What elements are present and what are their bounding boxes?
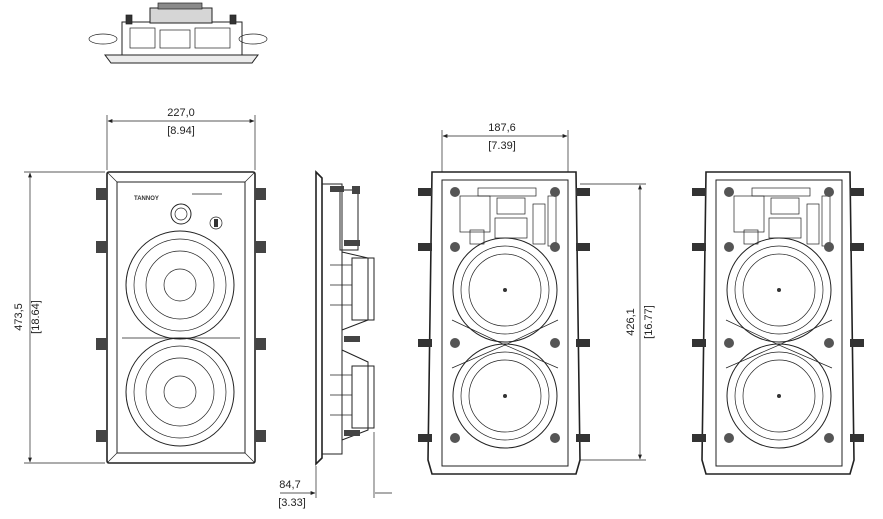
front-woofer-bottom — [125, 337, 235, 447]
front-height-value: 473,5 — [13, 303, 25, 331]
cutout-width-inch: [7.39] — [488, 140, 516, 152]
brand-logo: TANNOY — [134, 196, 159, 202]
side-depth-inch: [3.33] — [278, 497, 306, 509]
rear1-woofer-bottom — [452, 343, 558, 449]
rear-view-plain — [692, 171, 864, 475]
side-depth-value: 84,7 — [279, 479, 300, 491]
front-width-value: 227,0 — [167, 107, 195, 119]
rear-view-with-dimensions: 187,6 [7.39] 426,1 [16.77] — [418, 122, 655, 475]
cutout-height-value: 426,1 — [625, 308, 637, 336]
cutout-width-value: 187,6 — [488, 122, 516, 134]
front-height-inch: [18.64] — [30, 300, 42, 334]
top-view — [88, 2, 268, 64]
rear2-woofer-top — [726, 237, 832, 343]
rear2-woofer-bottom — [726, 343, 832, 449]
cutout-height-inch: [16.77] — [643, 305, 655, 339]
front-width-inch: [8.94] — [167, 125, 195, 137]
rear1-woofer-top — [452, 237, 558, 343]
side-view: 84,7 [3.33] — [278, 170, 392, 509]
front-view: TANNOY 227,0 [8.94] 473,5 — [13, 107, 266, 464]
front-woofer-top — [125, 230, 235, 340]
